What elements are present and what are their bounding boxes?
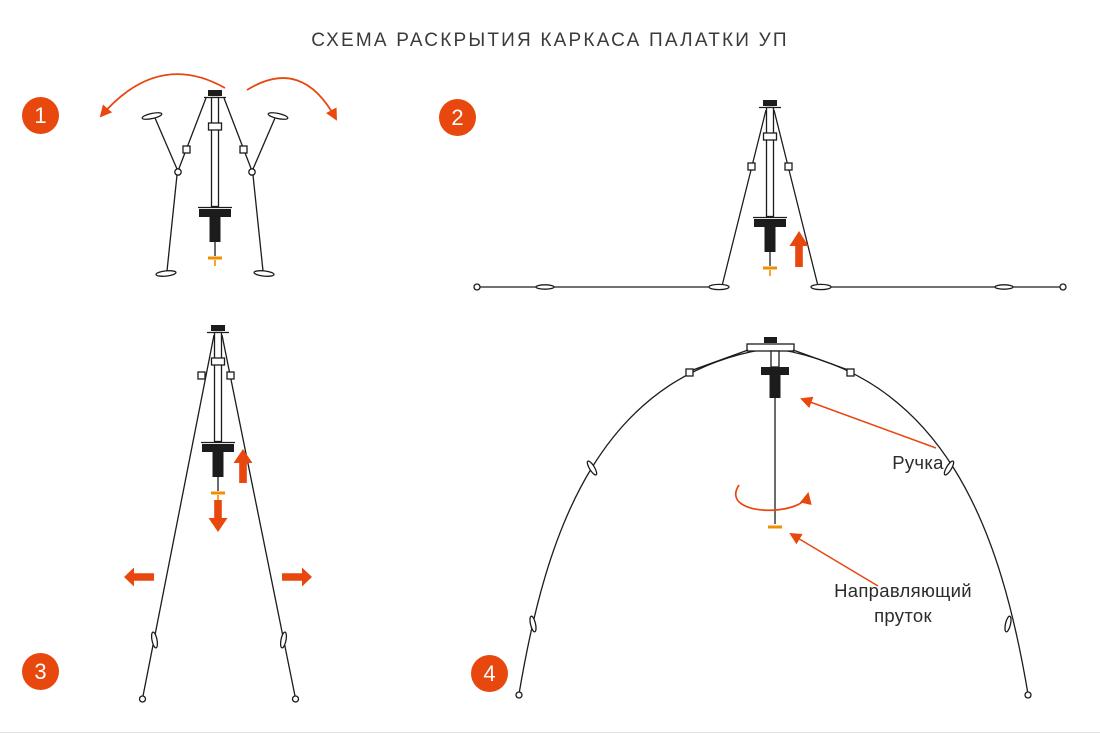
step-2-badge: 2 <box>439 99 476 136</box>
slider-block <box>846 368 855 377</box>
guide-rod-label: Направляющий пруток <box>834 580 972 626</box>
step-3-drawing <box>124 323 312 703</box>
unfold-left-arrow-icon <box>99 73 226 118</box>
leg-foot <box>155 270 177 277</box>
unfold-right-arrow-icon <box>246 77 337 121</box>
lift-up-arrow-icon <box>789 231 809 267</box>
knee-joint <box>174 168 182 176</box>
slider-block <box>784 162 793 171</box>
pole-tip <box>291 695 300 703</box>
pole-ferrule <box>279 631 288 649</box>
push-down-arrow-icon <box>208 500 228 532</box>
leg-foot <box>267 112 289 120</box>
handle-arrow-icon <box>800 396 937 449</box>
handle-label: Ручка <box>892 452 944 473</box>
step-4-drawing <box>515 337 1032 699</box>
hub-cap <box>764 337 777 343</box>
pole-ferrule <box>150 631 159 649</box>
handle-bar <box>761 367 789 375</box>
guide-rod-arrow-icon <box>789 532 879 587</box>
slider-block <box>197 371 206 380</box>
pole-ferrule <box>994 284 1014 290</box>
pole-ferrule <box>535 284 555 290</box>
slider-block <box>182 145 191 154</box>
spread-left-arrow-icon <box>124 567 154 587</box>
leg-foot <box>253 270 275 277</box>
rotate-arrow-icon <box>734 484 812 512</box>
pole-tip <box>473 283 481 291</box>
hub-mast <box>199 323 237 503</box>
pole-tip <box>1024 691 1032 699</box>
spread-right-arrow-icon <box>282 567 312 587</box>
pole-tip <box>1059 283 1067 291</box>
slider-block <box>239 145 248 154</box>
lift-up-arrow-icon <box>233 449 253 483</box>
leg-foot <box>141 112 163 120</box>
pole-ferrule <box>1004 615 1012 633</box>
pole-tip <box>515 691 523 699</box>
dome-pole-left <box>518 345 791 695</box>
annotation-arrows <box>789 396 937 587</box>
pole-ferrule <box>586 460 598 476</box>
step-1-drawing <box>99 73 337 277</box>
step-3-badge: 3 <box>22 653 59 690</box>
slider-block <box>685 368 694 377</box>
dome-pole-right <box>751 345 1029 695</box>
diagram-title: СХЕМА РАСКРЫТИЯ КАРКАСА ПАЛАТКИ УП <box>311 30 789 51</box>
step-1-badge: 1 <box>22 97 59 134</box>
pole-ferrule <box>943 460 955 476</box>
slider-block <box>226 371 235 380</box>
step-4-badge: 4 <box>471 655 508 692</box>
leg-foot <box>708 283 730 291</box>
leg-foot <box>810 283 832 291</box>
hub-mast <box>751 98 789 278</box>
pole-ferrule <box>529 615 537 633</box>
hub-mast <box>196 88 234 268</box>
handle-grip <box>769 375 781 398</box>
slider-block <box>747 162 756 171</box>
pole-tip <box>138 695 147 703</box>
hub-plate <box>746 343 795 352</box>
step-2-drawing <box>473 98 1067 291</box>
knee-joint <box>248 168 256 176</box>
